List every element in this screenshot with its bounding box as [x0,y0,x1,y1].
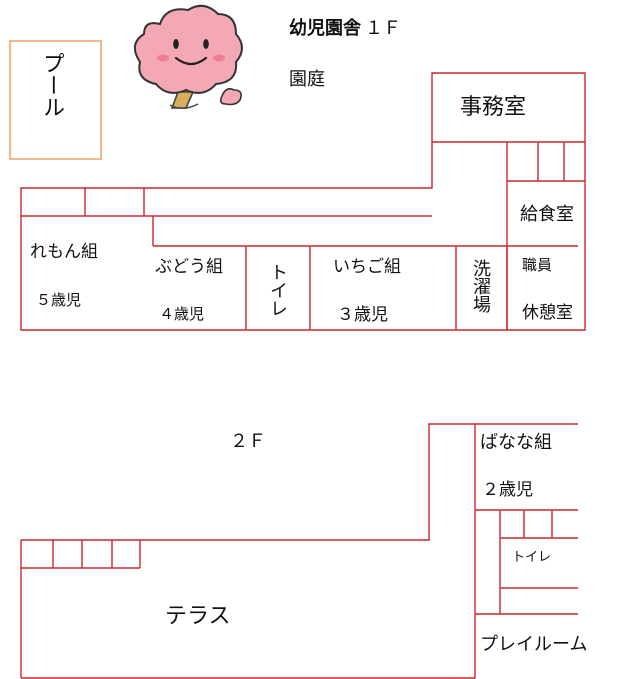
banana-class-name: ばなな組 [480,432,552,453]
garden-label: 園庭 [289,69,325,90]
staff-room-label: 職員 [522,256,553,274]
grape-class-age: ４歳児 [159,305,205,323]
terrace-label: テラス [165,604,231,629]
floor1-walls [20,72,586,331]
floor1-label: １Ｆ [365,18,401,39]
playroom-label: プレイルーム [480,634,588,655]
building-title: 幼児園舎 [289,18,361,39]
lemon-class-name: れもん組 [30,242,98,262]
grape-class-name: ぶどう組 [155,257,223,277]
staff-lounge-label: 休憩室 [522,303,573,323]
office-label: 事務室 [460,95,527,120]
lemon-class-age: ５歳児 [36,291,82,309]
strawberry-class-age: ３歳児 [337,305,388,325]
floor2-label: ２Ｆ [230,431,266,452]
pool-outline [9,40,102,160]
kitchen-label: 給食室 [520,204,574,225]
pool-label: プール [39,52,64,118]
banana-class-age: ２歳児 [482,480,533,500]
smiling-tree-mascot-icon [133,4,243,109]
laundry-label: 洗濯場 [470,259,491,313]
floor2-toilet-label: トイレ [512,550,552,565]
floor1-toilet-label: トイレ [267,263,288,317]
strawberry-class-name: いちご組 [333,257,401,277]
floor2-walls [20,423,578,679]
